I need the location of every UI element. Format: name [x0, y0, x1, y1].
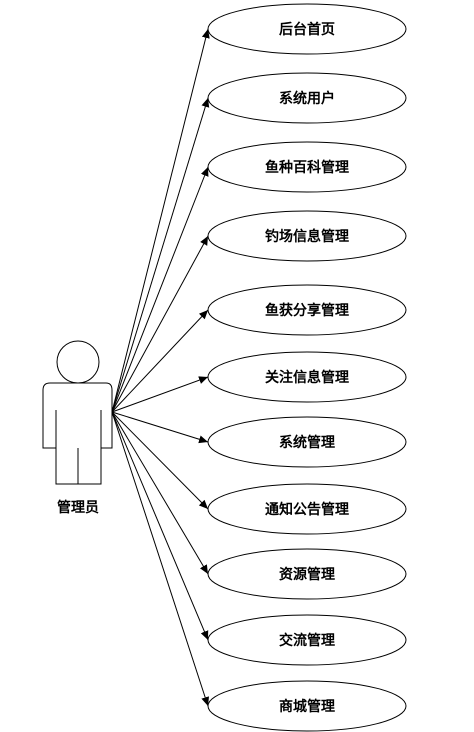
- use-case-ellipse[interactable]: [207, 680, 407, 732]
- association-lines: [111, 28, 210, 707]
- association-line: [111, 411, 210, 707]
- use-case-钓场信息管理[interactable]: 钓场信息管理: [207, 210, 407, 262]
- association-line: [111, 411, 209, 575]
- actor-label: 管理员: [57, 499, 99, 516]
- use-case-label: 系统用户: [279, 90, 335, 107]
- association-line: [111, 28, 210, 413]
- association-line: [111, 235, 209, 413]
- use-case-label: 交流管理: [279, 632, 335, 649]
- actor: 管理员: [42, 340, 113, 516]
- use-case-系统管理[interactable]: 系统管理: [207, 416, 407, 468]
- use-case-label: 鱼获分享管理: [265, 302, 349, 319]
- use-case-ellipse[interactable]: [207, 416, 407, 468]
- association-line: [111, 411, 209, 444]
- association-line: [111, 376, 209, 413]
- association-line: [111, 97, 210, 413]
- use-case-后台首页[interactable]: 后台首页: [207, 3, 407, 55]
- use-case-ellipse[interactable]: [207, 210, 407, 262]
- use-case-商城管理[interactable]: 商城管理: [207, 680, 407, 732]
- use-case-交流管理[interactable]: 交流管理: [207, 614, 407, 666]
- use-case-关注信息管理[interactable]: 关注信息管理: [207, 351, 407, 403]
- association-line: [111, 166, 209, 413]
- use-case-label: 关注信息管理: [265, 369, 349, 386]
- actor-head: [56, 340, 100, 384]
- use-case-label: 后台首页: [279, 21, 335, 38]
- actor-body: [42, 382, 113, 485]
- use-case-label: 商城管理: [279, 698, 335, 715]
- use-case-label: 钓场信息管理: [265, 228, 349, 245]
- association-line: [111, 411, 209, 641]
- use-case-ellipse[interactable]: [207, 614, 407, 666]
- use-case-label: 通知公告管理: [265, 501, 349, 518]
- use-case-label: 资源管理: [279, 566, 335, 583]
- use-case-ellipse[interactable]: [207, 141, 407, 193]
- association-line: [111, 309, 209, 413]
- use-case-鱼获分享管理[interactable]: 鱼获分享管理: [207, 284, 407, 336]
- association-line: [111, 411, 209, 510]
- use-case-ellipse[interactable]: [207, 483, 407, 535]
- use-case-ellipse[interactable]: [207, 351, 407, 403]
- use-case-鱼种百科管理[interactable]: 鱼种百科管理: [207, 141, 407, 193]
- use-case-系统用户[interactable]: 系统用户: [207, 72, 407, 124]
- use-case-ellipse[interactable]: [207, 3, 407, 55]
- use-case-ellipse[interactable]: [207, 548, 407, 600]
- use-case-资源管理[interactable]: 资源管理: [207, 548, 407, 600]
- use-case-label: 鱼种百科管理: [265, 159, 349, 176]
- use-case-label: 系统管理: [279, 434, 335, 451]
- use-case-ellipse[interactable]: [207, 284, 407, 336]
- use-case-ellipse[interactable]: [207, 72, 407, 124]
- use-case-通知公告管理[interactable]: 通知公告管理: [207, 483, 407, 535]
